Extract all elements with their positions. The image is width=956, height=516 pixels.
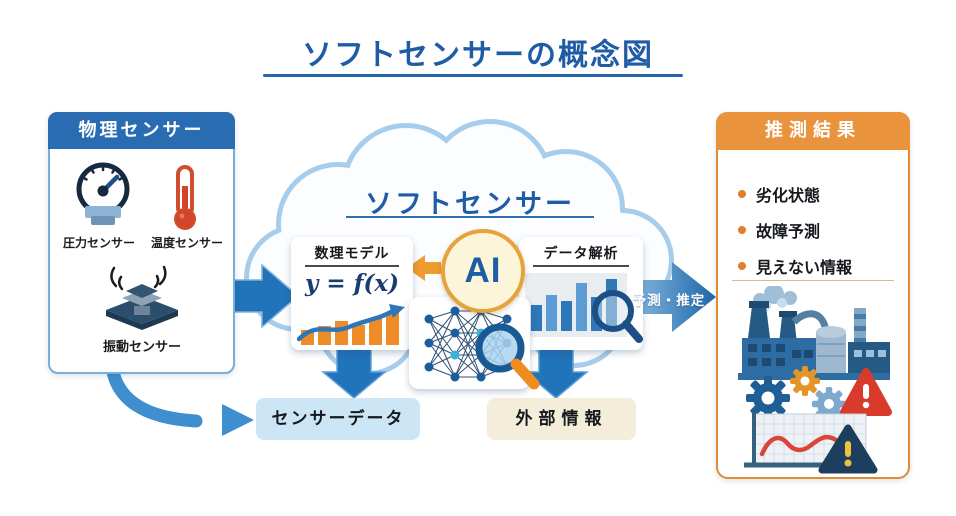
- vibration-sensor-icon: [106, 265, 178, 330]
- warning-triangle-red-icon: [840, 368, 892, 416]
- data-analysis-underline: [533, 265, 629, 267]
- external-info-box: 外部情報: [487, 398, 636, 440]
- magnifier-icon: [475, 323, 540, 390]
- page-title: ソフトセンサーの概念図: [302, 39, 654, 72]
- result-list: 劣化状態 故障予測 見えない情報: [738, 176, 852, 284]
- bullet-icon: [738, 190, 746, 198]
- bar-chart-magnifier-icon: [525, 273, 643, 343]
- ai-badge: AI: [441, 229, 525, 313]
- math-model-box: 数理モデル y = f(x): [291, 237, 413, 350]
- down-arrow-external-info: [522, 345, 590, 399]
- prediction-arrow: [628, 262, 716, 332]
- curved-arrow: [105, 359, 254, 436]
- data-analysis-title: データ解析: [543, 245, 619, 261]
- temperature-sensor-label: 温度センサー: [150, 236, 223, 250]
- math-model-title: 数理モデル: [314, 245, 390, 261]
- result-item-label: 見えない情報: [756, 260, 853, 277]
- bullet-icon: [738, 226, 746, 234]
- warning-triangle-navy-icon: [818, 424, 878, 474]
- physical-sensor-header: 物理センサー: [48, 112, 235, 149]
- ai-arrow-left: [407, 255, 441, 281]
- result-item-label: 劣化状態: [756, 188, 821, 205]
- trend-alert-icon: [744, 412, 878, 474]
- pressure-sensor-label: 圧力センサー: [62, 236, 135, 250]
- down-arrow-sensor-data: [320, 345, 388, 399]
- thermometer-icon: [174, 165, 196, 230]
- title-underline: [263, 74, 683, 77]
- list-item: 見えない情報: [738, 248, 852, 284]
- trend-chart-icon: [297, 304, 405, 345]
- list-item: 劣化状態: [738, 176, 852, 212]
- data-analysis-box: データ解析: [519, 237, 643, 350]
- result-panel: 推測結果 劣化状態 故障予測 見えない情報: [716, 112, 910, 479]
- prediction-arrow-label: 予測・推定: [632, 293, 706, 308]
- vibration-sensor-label: 振動センサー: [102, 339, 181, 354]
- formula-text: y = f(x): [304, 270, 400, 297]
- math-model-underline: [305, 265, 399, 267]
- factory-icon: [738, 286, 890, 380]
- pressure-gauge-icon: [76, 162, 130, 225]
- bullet-icon: [738, 262, 746, 270]
- result-panel-divider: [732, 280, 894, 281]
- physical-sensor-panel: 物理センサー 圧力センサー 温度センサー: [48, 112, 235, 374]
- gear-orange-icon: [790, 366, 820, 396]
- sensor-data-box: センサーデータ: [256, 398, 420, 440]
- result-panel-header: 推測結果: [716, 112, 910, 150]
- cloud-title: ソフトセンサー: [365, 189, 575, 219]
- list-item: 故障予測: [738, 212, 852, 248]
- gear-lightblue-icon: [812, 387, 846, 421]
- cloud-title-underline: [346, 216, 594, 218]
- gear-dark-icon: [746, 376, 790, 420]
- gears-alert-icon: [746, 366, 892, 421]
- result-item-label: 故障予測: [756, 224, 821, 241]
